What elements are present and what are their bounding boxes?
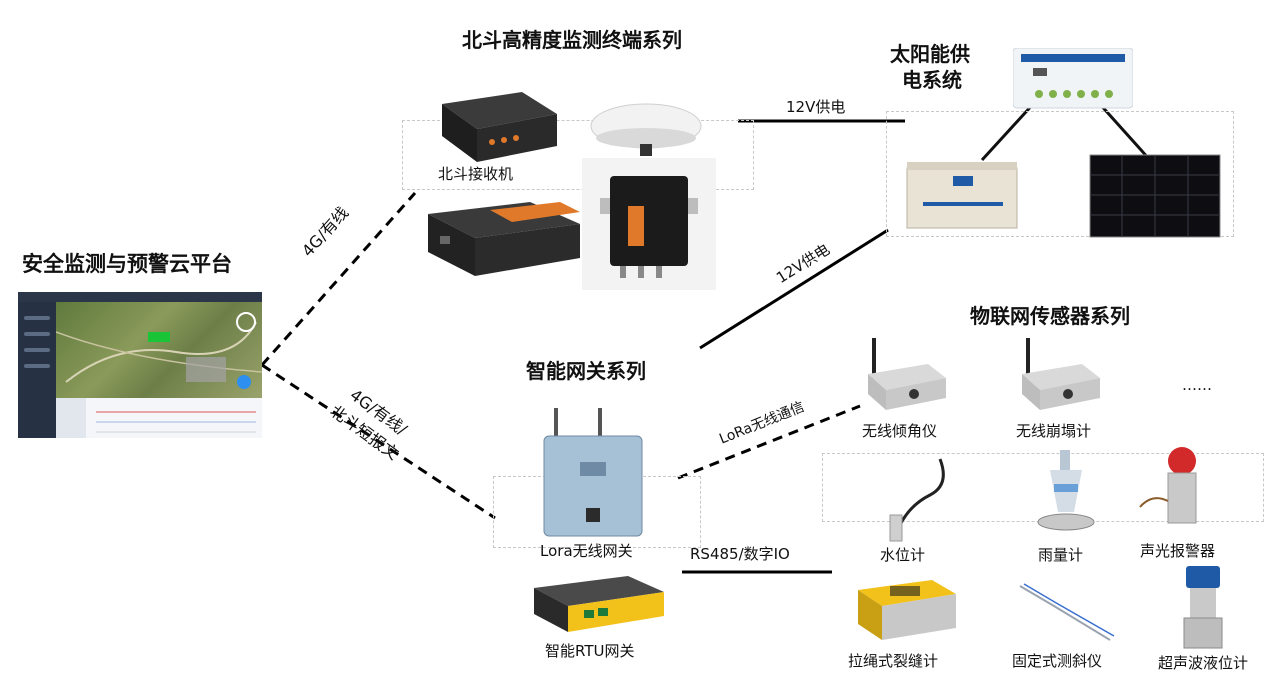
rtu-gateway-image bbox=[528, 566, 668, 638]
solar-group-box bbox=[886, 111, 1234, 237]
tilt-meter-image bbox=[858, 338, 948, 418]
cloud-platform-screenshot bbox=[18, 292, 262, 438]
crack-meter-image bbox=[852, 574, 960, 648]
gnss-antenna-image bbox=[588, 90, 708, 164]
platform-gateway-link bbox=[261, 363, 496, 520]
beidou-receiver-label: 北斗接收机 bbox=[438, 165, 514, 183]
solar-title-line1: 太阳能供 bbox=[890, 42, 970, 66]
monitoring-terminal-image bbox=[582, 158, 716, 294]
beidou-receiver-image-1 bbox=[432, 84, 562, 168]
collapse-meter-image bbox=[1012, 338, 1104, 418]
alarm-label: 声光报警器 bbox=[1140, 542, 1216, 560]
beidou-series-title: 北斗高精度监测终端系列 bbox=[462, 28, 682, 52]
alarm-image bbox=[1138, 445, 1210, 533]
platform-data-panel bbox=[56, 398, 262, 438]
ultrasonic-level-image bbox=[1176, 566, 1232, 654]
solar-title-line2: 电系统 bbox=[902, 68, 962, 92]
beidou-group-box bbox=[402, 120, 754, 190]
tilt-meter-label: 无线倾角仪 bbox=[862, 422, 938, 440]
iot-series-title: 物联网传感器系列 bbox=[970, 304, 1130, 328]
gateway-series-title: 智能网关系列 bbox=[526, 359, 646, 383]
inclinometer-image bbox=[1014, 580, 1118, 650]
more-sensors-ellipsis: …… bbox=[1182, 376, 1212, 394]
solar-controller-image bbox=[1012, 47, 1134, 114]
power-label-top: 12V供电 bbox=[786, 98, 846, 116]
collapse-meter-label: 无线崩塌计 bbox=[1016, 422, 1092, 440]
crack-meter-label: 拉绳式裂缝计 bbox=[848, 652, 939, 670]
solar-panel-image bbox=[1088, 153, 1222, 243]
beidou-receiver-image-2 bbox=[420, 196, 590, 285]
lora-gateway-image bbox=[540, 408, 646, 542]
lora-gateway-label: Lora无线网关 bbox=[540, 542, 633, 560]
water-level-label: 水位计 bbox=[880, 546, 926, 564]
rs485-label: RS485/数字IO bbox=[690, 545, 790, 563]
battery-image bbox=[903, 158, 1021, 234]
platform-sidebar bbox=[18, 302, 56, 438]
water-level-image bbox=[870, 455, 954, 547]
platform-topbar bbox=[18, 292, 262, 302]
rtu-gateway-label: 智能RTU网关 bbox=[545, 642, 635, 660]
platform-map bbox=[55, 302, 262, 398]
ultrasonic-level-label: 超声波液位计 bbox=[1158, 654, 1249, 672]
rain-gauge-image bbox=[1028, 450, 1104, 546]
power-line-mid bbox=[699, 228, 889, 350]
platform-title: 安全监测与预警云平台 bbox=[22, 252, 232, 276]
rain-gauge-label: 雨量计 bbox=[1038, 546, 1084, 564]
platform-beidou-link bbox=[260, 192, 417, 366]
inclinometer-label: 固定式测斜仪 bbox=[1012, 652, 1103, 670]
